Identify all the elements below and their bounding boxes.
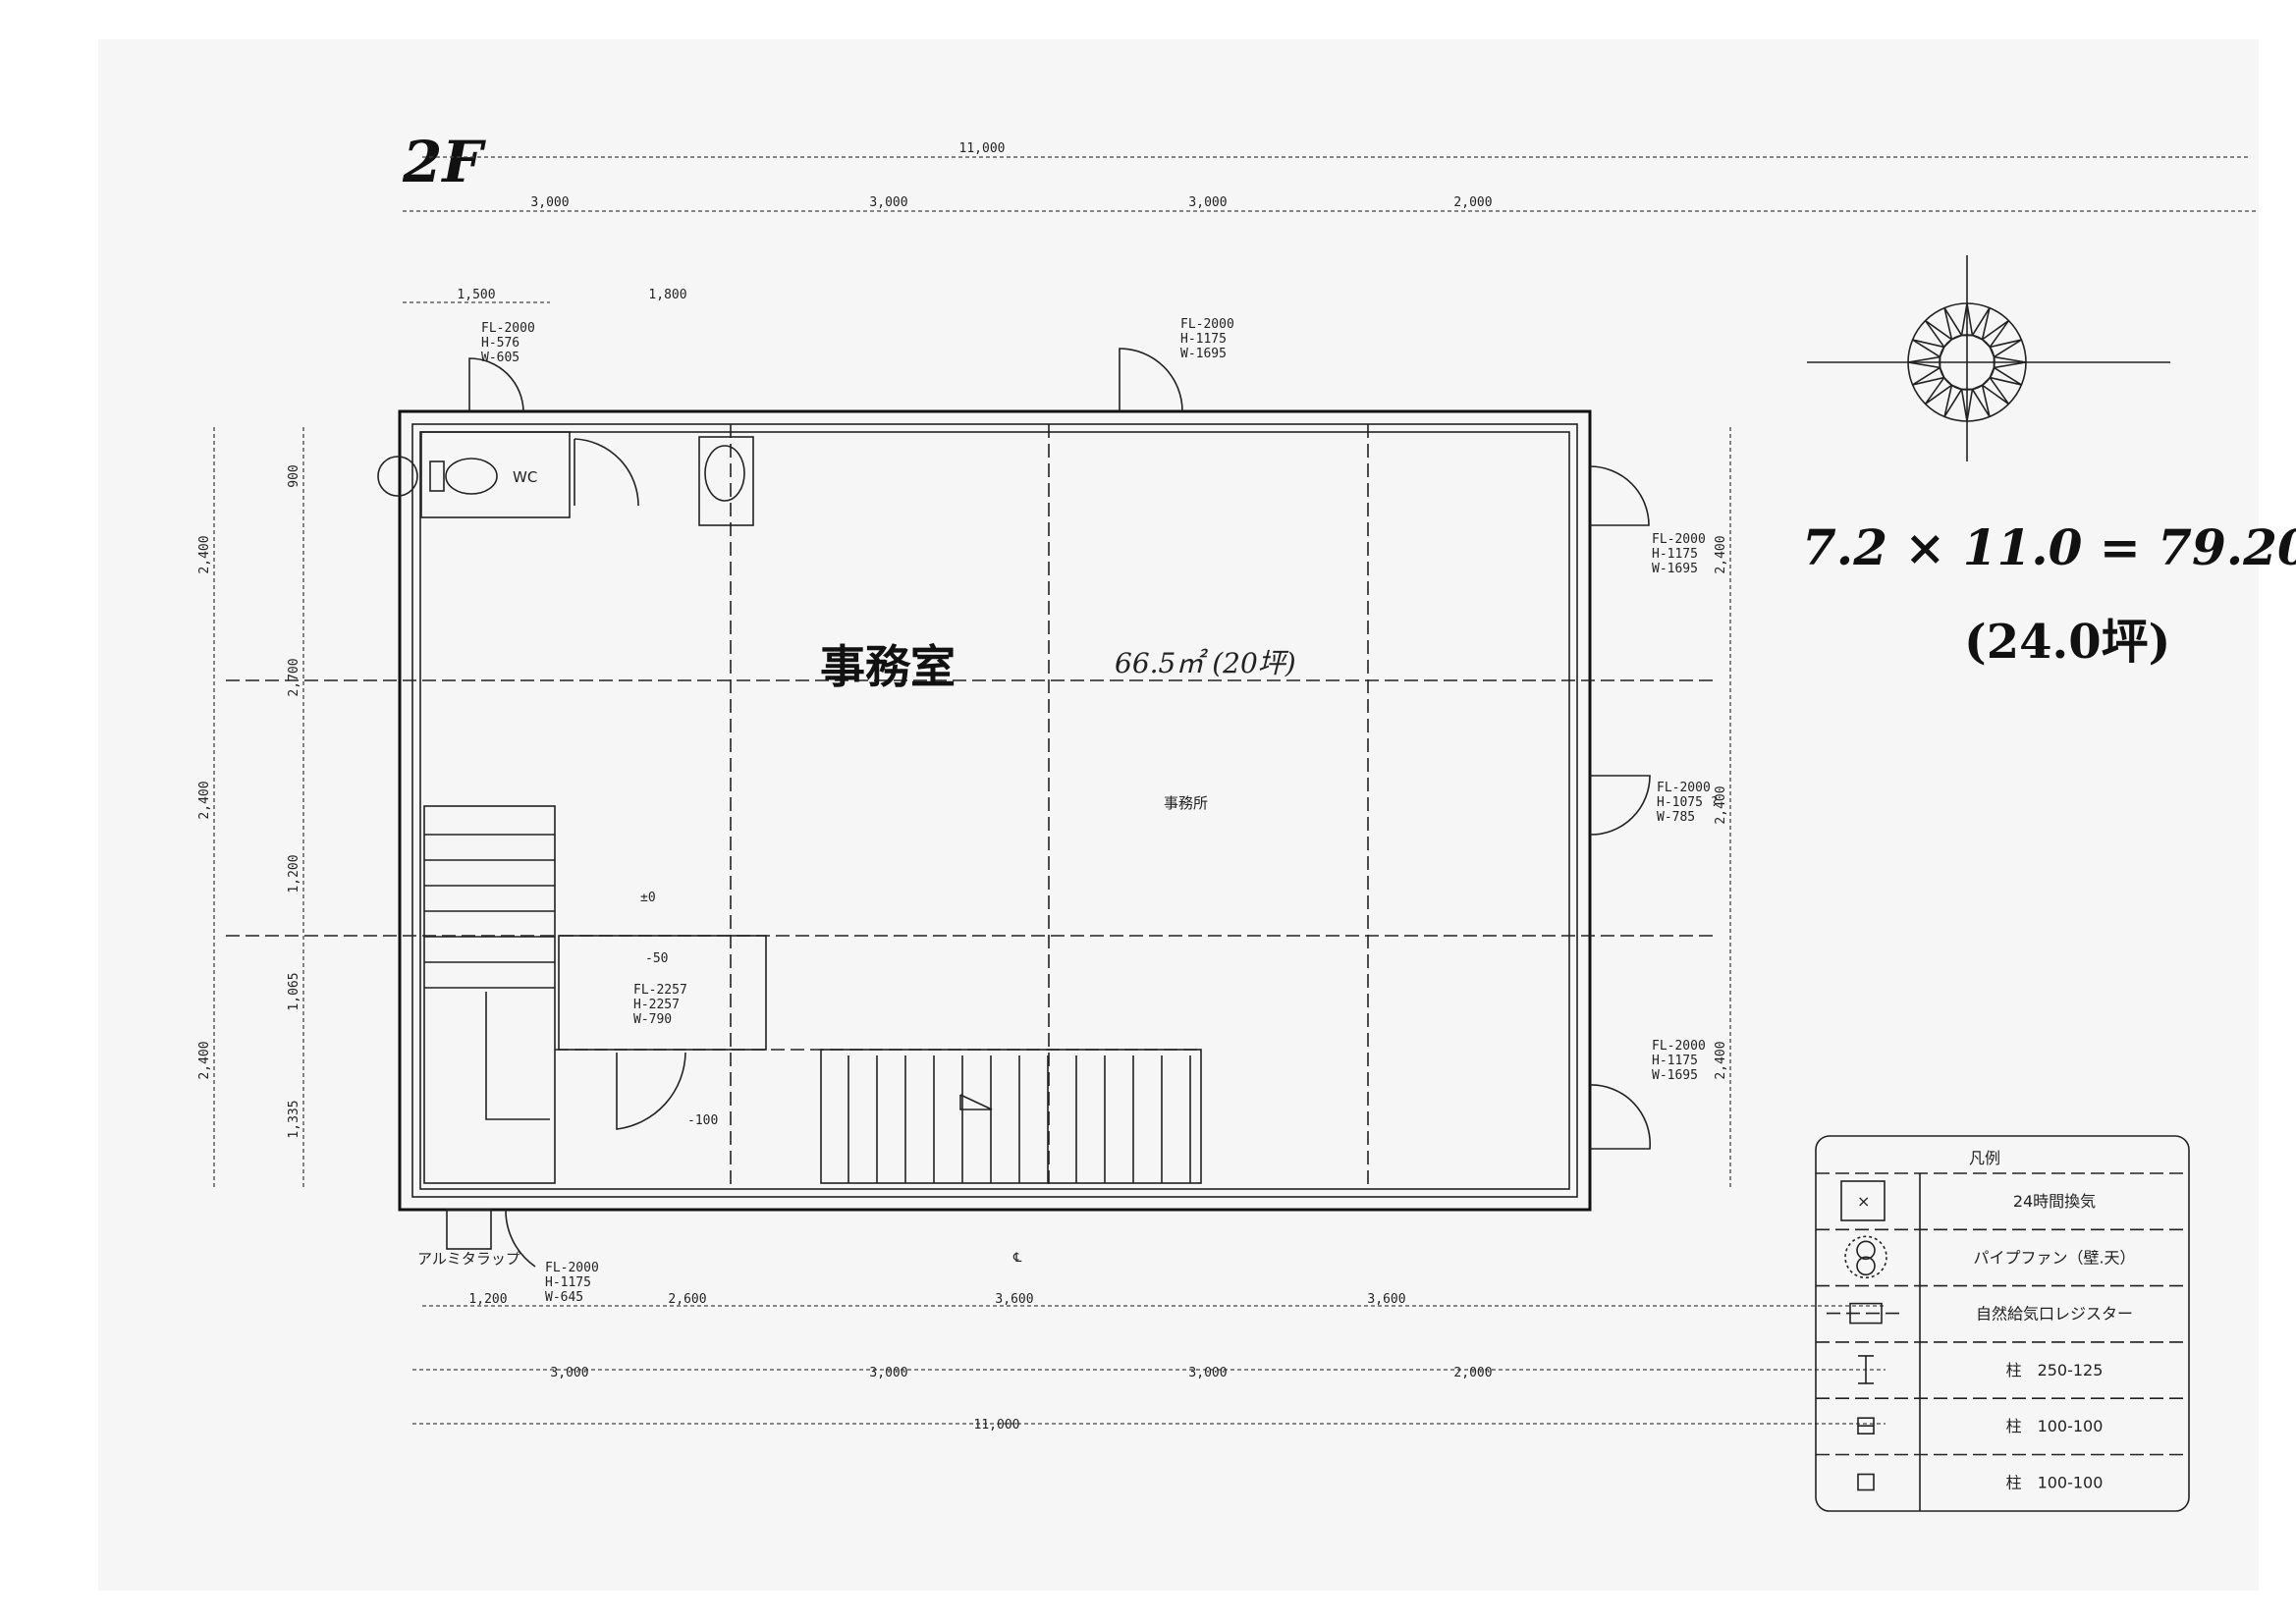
dimension-bottom-total: 11,000	[974, 1418, 1020, 1433]
opening-spec: FL-2000	[1652, 1039, 1706, 1054]
svg-text:×: ×	[1857, 1192, 1870, 1211]
dimension-top-grid: 2,000	[1453, 195, 1492, 210]
dimension-bottom-grid: 2,000	[1453, 1366, 1492, 1380]
dimension-left-inner: 2,700	[287, 658, 301, 696]
air-register-icon	[1827, 1302, 1905, 1325]
dimension-top-sub: 1,800	[648, 288, 686, 302]
opening-spec: W-785	[1657, 810, 1695, 825]
wc-label: WC	[513, 468, 537, 486]
north-compass-icon	[1807, 255, 2170, 461]
door-swing	[616, 1052, 686, 1130]
dimension-right: 2,400	[1714, 1041, 1728, 1079]
opening-spec: H-1075 ?	[1657, 795, 1719, 810]
dimension-bottom-grid: 3,000	[550, 1366, 588, 1380]
dimension-left-inner: 1,335	[287, 1100, 301, 1138]
dimension-bottom-sub: 1,200	[468, 1292, 507, 1307]
opening-spec: W-790	[633, 1012, 672, 1027]
dimension-top-grid: 3,000	[530, 195, 569, 210]
opening-spec: W-1695	[1652, 1068, 1698, 1083]
opening-spec: H-576	[481, 336, 519, 351]
column-grid	[226, 424, 1719, 1189]
legend-label: 柱 250-125	[2006, 1361, 2104, 1380]
opening-spec: FL-2000	[545, 1261, 599, 1275]
dimension-bottom-sub: 2,600	[668, 1292, 706, 1307]
dimension-top-grid: 3,000	[869, 195, 907, 210]
toilet-icon	[445, 458, 498, 495]
opening-spec: FL-2257	[633, 983, 687, 998]
room-name-printed: 事務所	[1164, 794, 1208, 812]
paper-background	[98, 39, 2259, 1591]
opening-spec: W-1695	[1180, 347, 1227, 361]
pipe-fan-icon	[1844, 1235, 1887, 1279]
sink	[698, 436, 754, 526]
opening-spec: H-1175	[1652, 1054, 1698, 1068]
opening-spec: FL-2000	[1652, 532, 1706, 547]
dimension-left-inner: 1,200	[287, 854, 301, 893]
dimension-left-outer: 2,400	[197, 535, 212, 573]
dimension-bottom-grid: 3,000	[1188, 1366, 1227, 1380]
legend-label: 柱 100-100	[2006, 1417, 2104, 1435]
dimension-top-total: 11,000	[959, 141, 1006, 156]
legend-label: パイプファン（壁.天）	[1973, 1248, 2135, 1267]
dimension-bottom-sub: 3,600	[1367, 1292, 1405, 1307]
ladder-label: アルミタラップ	[417, 1250, 520, 1268]
total-area-formula: 7.2 × 11.0 = 79.20 m²	[1802, 518, 2296, 576]
opening-spec: H-1175	[545, 1275, 591, 1290]
dimension-top-sub: 1,500	[457, 288, 495, 302]
room-area-handwritten: 66.5㎡ (20坪)	[1115, 647, 1296, 679]
column-box-icon	[1857, 1417, 1875, 1434]
opening-spec: W-605	[481, 351, 519, 365]
legend-label: 自然給気口レジスター	[1976, 1305, 2133, 1324]
dimension-right: 2,400	[1714, 535, 1728, 573]
opening-spec: FL-2000	[1180, 317, 1234, 332]
dimension-bottom-grid: 3,000	[869, 1366, 907, 1380]
opening-spec: FL-2000	[481, 321, 535, 336]
room-name-handwritten: 事務室	[820, 640, 956, 693]
dimension-bottom-sub: 3,600	[995, 1292, 1033, 1307]
opening-spec: H-2257	[633, 998, 680, 1012]
dimension-left-inner: 1,065	[287, 972, 301, 1010]
legend-label: 柱 100-100	[2006, 1474, 2104, 1492]
ventilation-24h-icon: ×	[1840, 1180, 1886, 1221]
wc-door-swing	[574, 438, 639, 507]
centerline-symbol: ℄	[1012, 1251, 1022, 1266]
dimension-top-grid: 3,000	[1188, 195, 1227, 210]
level-zero: ±0	[640, 891, 656, 905]
door-swings	[446, 348, 1651, 1268]
dimension-left-outer: 2,400	[197, 1041, 212, 1079]
dimension-lines: 11,000 3,000 3,000 3,000 2,000 1,500 1,800 2,40…	[197, 141, 2259, 1433]
legend-title: 凡例	[1969, 1149, 2000, 1167]
total-area-tsubo: (24.0坪)	[1964, 615, 2170, 670]
legend-label: 24時間換気	[2013, 1192, 2096, 1211]
column-square-icon	[1857, 1473, 1875, 1491]
opening-spec: H-1175	[1652, 547, 1698, 562]
stairs-left	[423, 805, 556, 1184]
opening-spec: FL-2000	[1657, 781, 1711, 795]
dimension-left-outer: 2,400	[197, 781, 212, 819]
opening-spec: H-1175	[1180, 332, 1227, 347]
exhaust-fan-icon	[377, 456, 418, 497]
opening-spec: W-645	[545, 1290, 583, 1305]
level-minus100: -100	[687, 1113, 718, 1128]
building-outline	[398, 409, 1592, 1212]
column-h-icon	[1858, 1355, 1874, 1384]
wc-room: WC	[377, 431, 639, 518]
dimension-right: 2,400	[1714, 785, 1728, 824]
level-minus50: -50	[645, 951, 668, 966]
floor-label: 2F	[402, 129, 486, 195]
opening-annotations: FL-2000H-576W-605FL-2000H-1175W-1695FL-2…	[481, 317, 1719, 1305]
dimension-left-inner: 900	[287, 464, 301, 487]
stairs-bottom	[820, 1049, 1202, 1184]
opening-spec: W-1695	[1652, 562, 1698, 576]
